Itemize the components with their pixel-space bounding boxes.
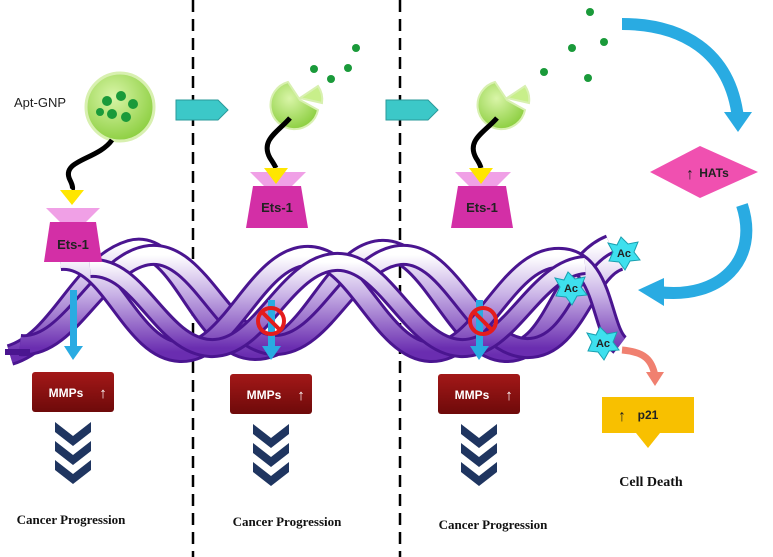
aptamer-strand-3	[470, 116, 499, 169]
cancer-progression-label-1: Cancer Progression	[17, 512, 126, 527]
ac-star-2: Ac	[554, 271, 588, 306]
apt-gnp-label: Apt-GNP	[14, 95, 66, 110]
ac-label-3: Ac	[596, 338, 610, 350]
ac-star-3: Ac	[586, 326, 620, 361]
mmps-up-arrow-1: ↑	[99, 385, 107, 402]
inhibition-sign-3	[468, 306, 498, 336]
gnp-full	[84, 71, 156, 143]
curved-arrow-bottom	[657, 203, 753, 299]
ac-star-1: Ac	[607, 236, 641, 271]
cancer-progression-label-2: Cancer Progression	[233, 514, 342, 529]
released-dots-2	[310, 44, 360, 83]
p21-box: ↑ p21	[602, 397, 694, 448]
ets1-binding-cap-1	[46, 208, 100, 222]
ets1-label-3: Ets-1	[466, 200, 498, 215]
mmps-label-3: MMPs	[455, 388, 490, 402]
mmps-box-2: MMPs ↑	[230, 374, 312, 414]
ac-label-1: Ac	[617, 248, 631, 260]
mmps-label-2: MMPs	[247, 388, 282, 402]
mmps-up-arrow-2: ↑	[297, 387, 305, 404]
transition-arrow-1	[175, 99, 229, 121]
dna-helix	[5, 234, 628, 366]
aptamer-strand-2	[264, 116, 292, 170]
ets1-protein-1	[44, 222, 102, 262]
curved-arrow-top-head	[724, 112, 752, 132]
ets1-protein-3	[451, 186, 513, 228]
mmps-box-1: MMPs ↑	[32, 372, 114, 412]
chevrons-1	[55, 422, 91, 484]
blue-arrow-down-1	[64, 290, 83, 360]
p21-label: p21	[638, 408, 659, 422]
blue-arrow-down-3	[470, 300, 489, 360]
aptamer-tip-1	[60, 190, 84, 205]
curved-arrow-top	[621, 18, 744, 119]
ets1-label-1: Ets-1	[57, 237, 89, 252]
ets1-protein-2	[246, 186, 308, 228]
mmps-label-1: MMPs	[49, 386, 84, 400]
aptamer-tip-2	[264, 168, 288, 184]
gnp-opened-2	[269, 80, 324, 131]
aptamer-tip-3	[469, 168, 493, 184]
hats-up-arrow: ↑	[686, 166, 694, 183]
hats-diamond: ↑ HATs	[650, 146, 758, 198]
inhibition-sign-2	[256, 306, 286, 336]
curved-arrow-bottom-head	[638, 278, 664, 306]
transition-arrow-2	[385, 99, 439, 121]
released-dots-3	[540, 8, 608, 82]
chevrons-2	[253, 424, 289, 486]
gnp-opened-3	[476, 80, 531, 131]
cell-death-label: Cell Death	[619, 475, 683, 490]
mmps-box-3: MMPs ↑	[438, 374, 520, 414]
ets1-label-2: Ets-1	[261, 200, 293, 215]
ac-label-2: Ac	[564, 283, 578, 295]
mmps-up-arrow-3: ↑	[505, 387, 513, 404]
p21-up-arrow: ↑	[618, 408, 626, 425]
chevrons-3	[461, 424, 497, 486]
hats-label: HATs	[699, 166, 729, 180]
salmon-arrow-head	[646, 372, 664, 386]
cancer-progression-label-3: Cancer Progression	[439, 517, 548, 532]
aptamer-strand-1	[65, 138, 115, 192]
